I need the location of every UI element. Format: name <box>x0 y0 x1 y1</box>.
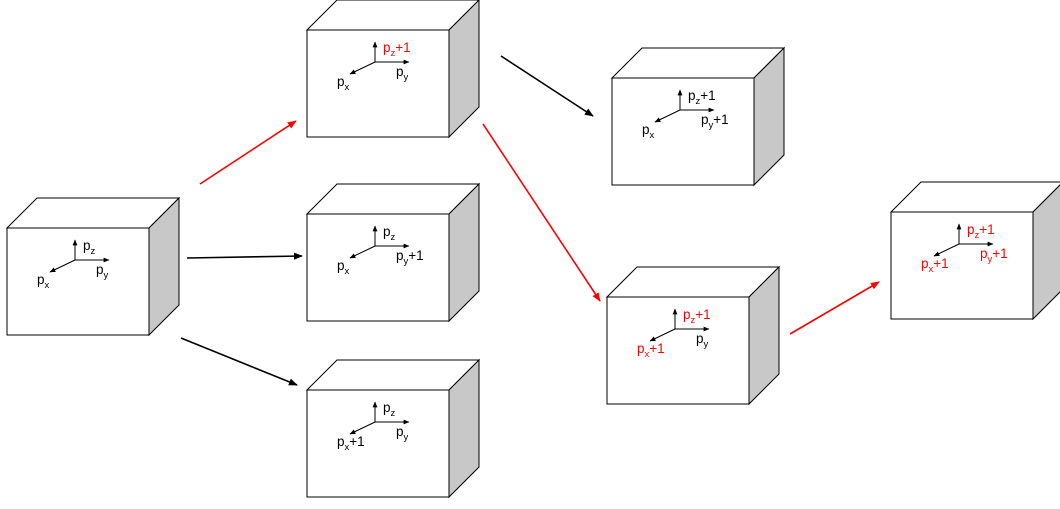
x-axis-arrow <box>933 243 960 257</box>
cube-front-face <box>306 213 450 322</box>
py-label: py+1 <box>701 112 729 131</box>
py-label: py <box>396 424 409 443</box>
py-label: py <box>96 262 109 281</box>
transition-arrow-origin-to-y-plus-1 <box>186 252 303 260</box>
axes-icon <box>654 89 715 123</box>
cube-front-face <box>306 29 450 138</box>
py-label: py+1 <box>980 246 1008 265</box>
x-axis-arrow <box>349 245 376 259</box>
axes-icon <box>649 308 710 342</box>
axes-icon <box>349 401 410 435</box>
py-label: py <box>696 331 709 350</box>
x-axis-arrow <box>649 328 676 342</box>
pz-label: pz <box>83 238 96 257</box>
px-label: px+1 <box>637 341 665 360</box>
x-axis-arrow <box>49 259 76 273</box>
cube-front-face <box>606 296 750 405</box>
px-label: px+1 <box>921 256 949 275</box>
px-label: px <box>642 122 655 141</box>
pz-label: pz+1 <box>383 40 411 59</box>
cube-front-face <box>611 77 755 186</box>
px-label: px <box>337 74 350 93</box>
transition-arrow-z-plus-1-to-zx-plus-1 <box>482 123 601 302</box>
pz-label: pz+1 <box>688 88 716 107</box>
x-axis-arrow <box>654 109 681 123</box>
axes-icon <box>349 41 410 75</box>
cube-top-face <box>889 181 1060 213</box>
px-label: px <box>37 272 50 291</box>
cube-zx-plus-1: pz+1 py px+1 <box>605 265 781 406</box>
pz-label: pz <box>383 224 396 243</box>
transition-arrow-z-plus-1-to-zy-plus-1 <box>500 55 594 117</box>
pz-label: pz+1 <box>967 222 995 241</box>
x-axis-arrow <box>349 421 376 435</box>
cube-front-face <box>6 227 150 336</box>
x-axis-arrow <box>349 61 376 75</box>
axes-icon <box>49 239 110 273</box>
py-label: py <box>396 64 409 83</box>
py-label: py+1 <box>396 248 424 267</box>
axes-icon <box>349 225 410 259</box>
cube-front-face <box>306 389 450 498</box>
px-label: px <box>337 258 350 277</box>
cubes-layer: pzpypxpz+1pypxpzpy+1pxpzpypx+1pz+1py+1px… <box>5 0 1060 499</box>
cube-front-face <box>890 211 1034 320</box>
transition-arrow-origin-to-x-plus-1 <box>180 337 298 386</box>
pz-label: pz+1 <box>683 307 711 326</box>
arrows-layer <box>180 55 880 386</box>
cube-z-plus-1: pz+1 py px <box>305 0 480 139</box>
cube-xyz-plus-1: pz+1 py+1 px+1 <box>889 181 1060 321</box>
cube-zy-plus-1: pz+1 py+1 px <box>610 46 786 187</box>
px-label: px+1 <box>337 434 365 453</box>
pz-label: pz <box>383 400 396 419</box>
transition-arrow-origin-to-z-plus-1 <box>199 120 297 185</box>
transition-arrow-zx-plus-1-to-xyz-plus-1 <box>789 281 880 335</box>
axes-icon <box>933 223 994 257</box>
